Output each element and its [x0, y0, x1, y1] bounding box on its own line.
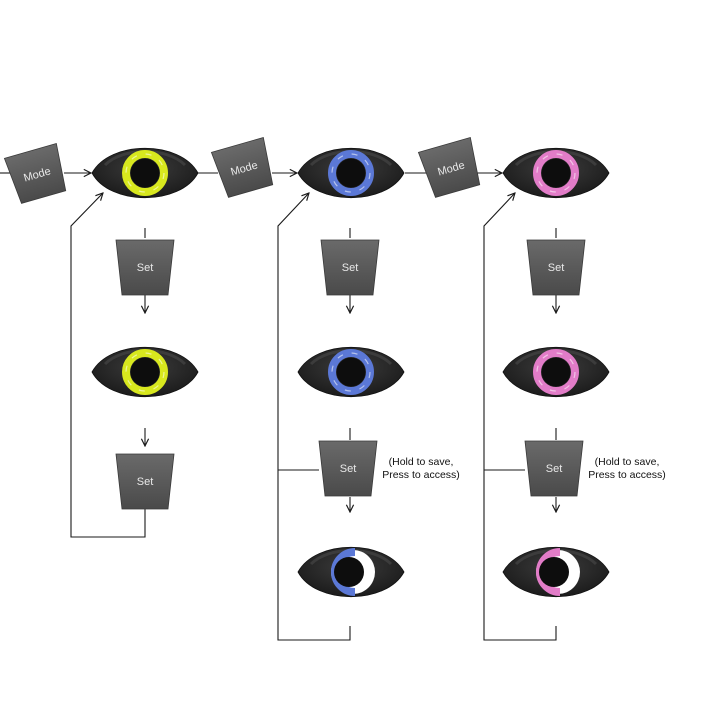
device-yellow-middle [92, 347, 198, 397]
device-pink-top [503, 148, 609, 198]
device-center [131, 159, 160, 188]
mode-button[interactable]: Mode [211, 137, 276, 198]
set-button[interactable]: Set [321, 240, 379, 295]
device-blue-top [298, 148, 404, 198]
set-button-label: Set [548, 262, 565, 274]
mode-button[interactable]: Mode [418, 137, 483, 198]
device-center [542, 159, 571, 188]
devices-layer [92, 148, 609, 597]
set-button-label: Set [137, 476, 154, 488]
set-button[interactable]: Set [116, 454, 174, 509]
set-button[interactable]: Set [116, 240, 174, 295]
set-button[interactable]: Set [525, 441, 583, 496]
device-yellow-top [92, 148, 198, 198]
device-center [131, 358, 160, 387]
set-button-label: Set [137, 262, 154, 274]
device-center [337, 159, 366, 188]
hold-press-note: (Hold to save, Press to access) [382, 456, 460, 481]
set-button-label: Set [546, 463, 563, 475]
device-pink-middle [503, 347, 609, 397]
note-line-2: Press to access) [588, 469, 666, 481]
device-center [539, 557, 569, 587]
set-button[interactable]: Set [527, 240, 585, 295]
device-center [334, 557, 364, 587]
connector-lines [0, 173, 556, 640]
set-button-label: Set [340, 463, 357, 475]
note-line-1: (Hold to save, [595, 456, 660, 468]
device-center [542, 358, 571, 387]
note-line-2: Press to access) [382, 469, 460, 481]
set-button-label: Set [342, 262, 359, 274]
set-button[interactable]: Set [319, 441, 377, 496]
mode-button[interactable]: Mode [4, 143, 69, 204]
note-line-1: (Hold to save, [389, 456, 454, 468]
device-blue-partial [298, 547, 404, 597]
device-blue-middle [298, 347, 404, 397]
device-center [337, 358, 366, 387]
device-pink-partial [503, 547, 609, 597]
hold-press-note: (Hold to save, Press to access) [588, 456, 666, 481]
